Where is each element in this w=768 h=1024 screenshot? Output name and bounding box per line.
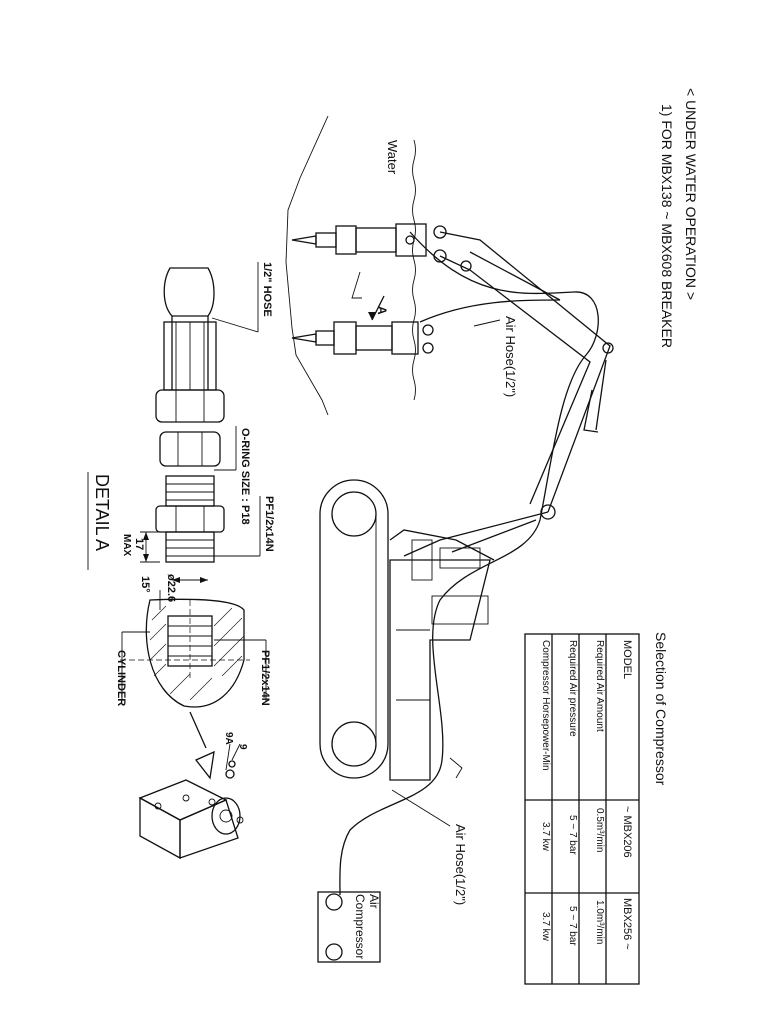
row-air-amount-c1: 0.5m³/min xyxy=(594,808,605,852)
air-compressor-label-line1: Air xyxy=(367,894,381,909)
compressor-selection-table: Selection of Compressor MODEL ~ MBX206 M… xyxy=(524,632,669,985)
table-header-model: MODEL xyxy=(621,640,633,679)
water-terrain: Water xyxy=(285,115,416,416)
water-label: Water xyxy=(385,140,400,175)
air-hose: Air Hose(1/2") Air Hose(1/2") xyxy=(339,231,599,905)
diameter-label: ø22.6 xyxy=(165,574,177,602)
table-title: Selection of Compressor xyxy=(653,632,669,786)
part-9-label: 9 xyxy=(237,744,248,750)
table-header-col1: ~ MBX206 xyxy=(621,806,633,858)
row-air-pressure-c2: 5 ~ 7 bar xyxy=(567,906,578,946)
row-horsepower-c1: 3.7 kw xyxy=(540,822,551,852)
air-compressor: Air Compressor xyxy=(317,891,381,963)
row-air-amount-c2: 1.0m³/min xyxy=(594,900,605,944)
row-air-pressure-label: Required Air pressure xyxy=(567,640,578,737)
breaker-upper xyxy=(291,223,447,263)
row-horsepower-c2: 3.7 kw xyxy=(540,912,551,942)
detail-marker-a: A xyxy=(375,306,389,315)
air-hose-lower-label: Air Hose(1/2") xyxy=(453,824,468,905)
breaker-lower: A xyxy=(291,271,434,355)
page-subheading: 1) FOR MBX138 ~ MBX608 BREAKER xyxy=(659,104,675,348)
cylinder-port-section: 15° ø22.6 PF1/2x14N CYLINDER xyxy=(115,574,271,780)
angle-label: 15° xyxy=(139,576,151,593)
row-air-amount-label: Required Air Amount xyxy=(594,640,605,732)
cylinder-label: CYLINDER xyxy=(115,650,127,706)
page-heading: < UNDER WATER OPERATION > xyxy=(683,88,699,300)
table-header-col2: MBX256 ~ xyxy=(621,898,633,950)
cylinder-block: 9A 9 xyxy=(138,732,248,860)
oring-callout: O-RING SIZE : P18 xyxy=(239,428,251,525)
part-9a-label: 9A xyxy=(223,732,234,745)
air-compressor-label-line2: Compressor xyxy=(353,894,367,959)
excavator-body xyxy=(319,479,495,781)
max-label: MAX xyxy=(121,534,132,557)
detail-a-title: DETAIL A xyxy=(92,474,112,551)
row-horsepower-label: Compressor Horsepower-Min xyxy=(540,640,551,771)
hose-callout: 1/2" HOSE xyxy=(261,262,273,317)
thread-callout-2: PF1/2x14N xyxy=(259,650,271,706)
air-hose-upper-label: Air Hose(1/2") xyxy=(503,316,518,397)
thread-callout-1: PF1/2x14N xyxy=(263,496,275,552)
max-value: 17 xyxy=(133,538,145,550)
detail-a-fitting: 1/2" HOSE O-RING SIZE : P18 PF1/2x14N 17… xyxy=(87,262,275,570)
excavator-boom xyxy=(403,231,614,557)
row-air-pressure-c1: 5 ~ 7 bar xyxy=(567,815,578,855)
